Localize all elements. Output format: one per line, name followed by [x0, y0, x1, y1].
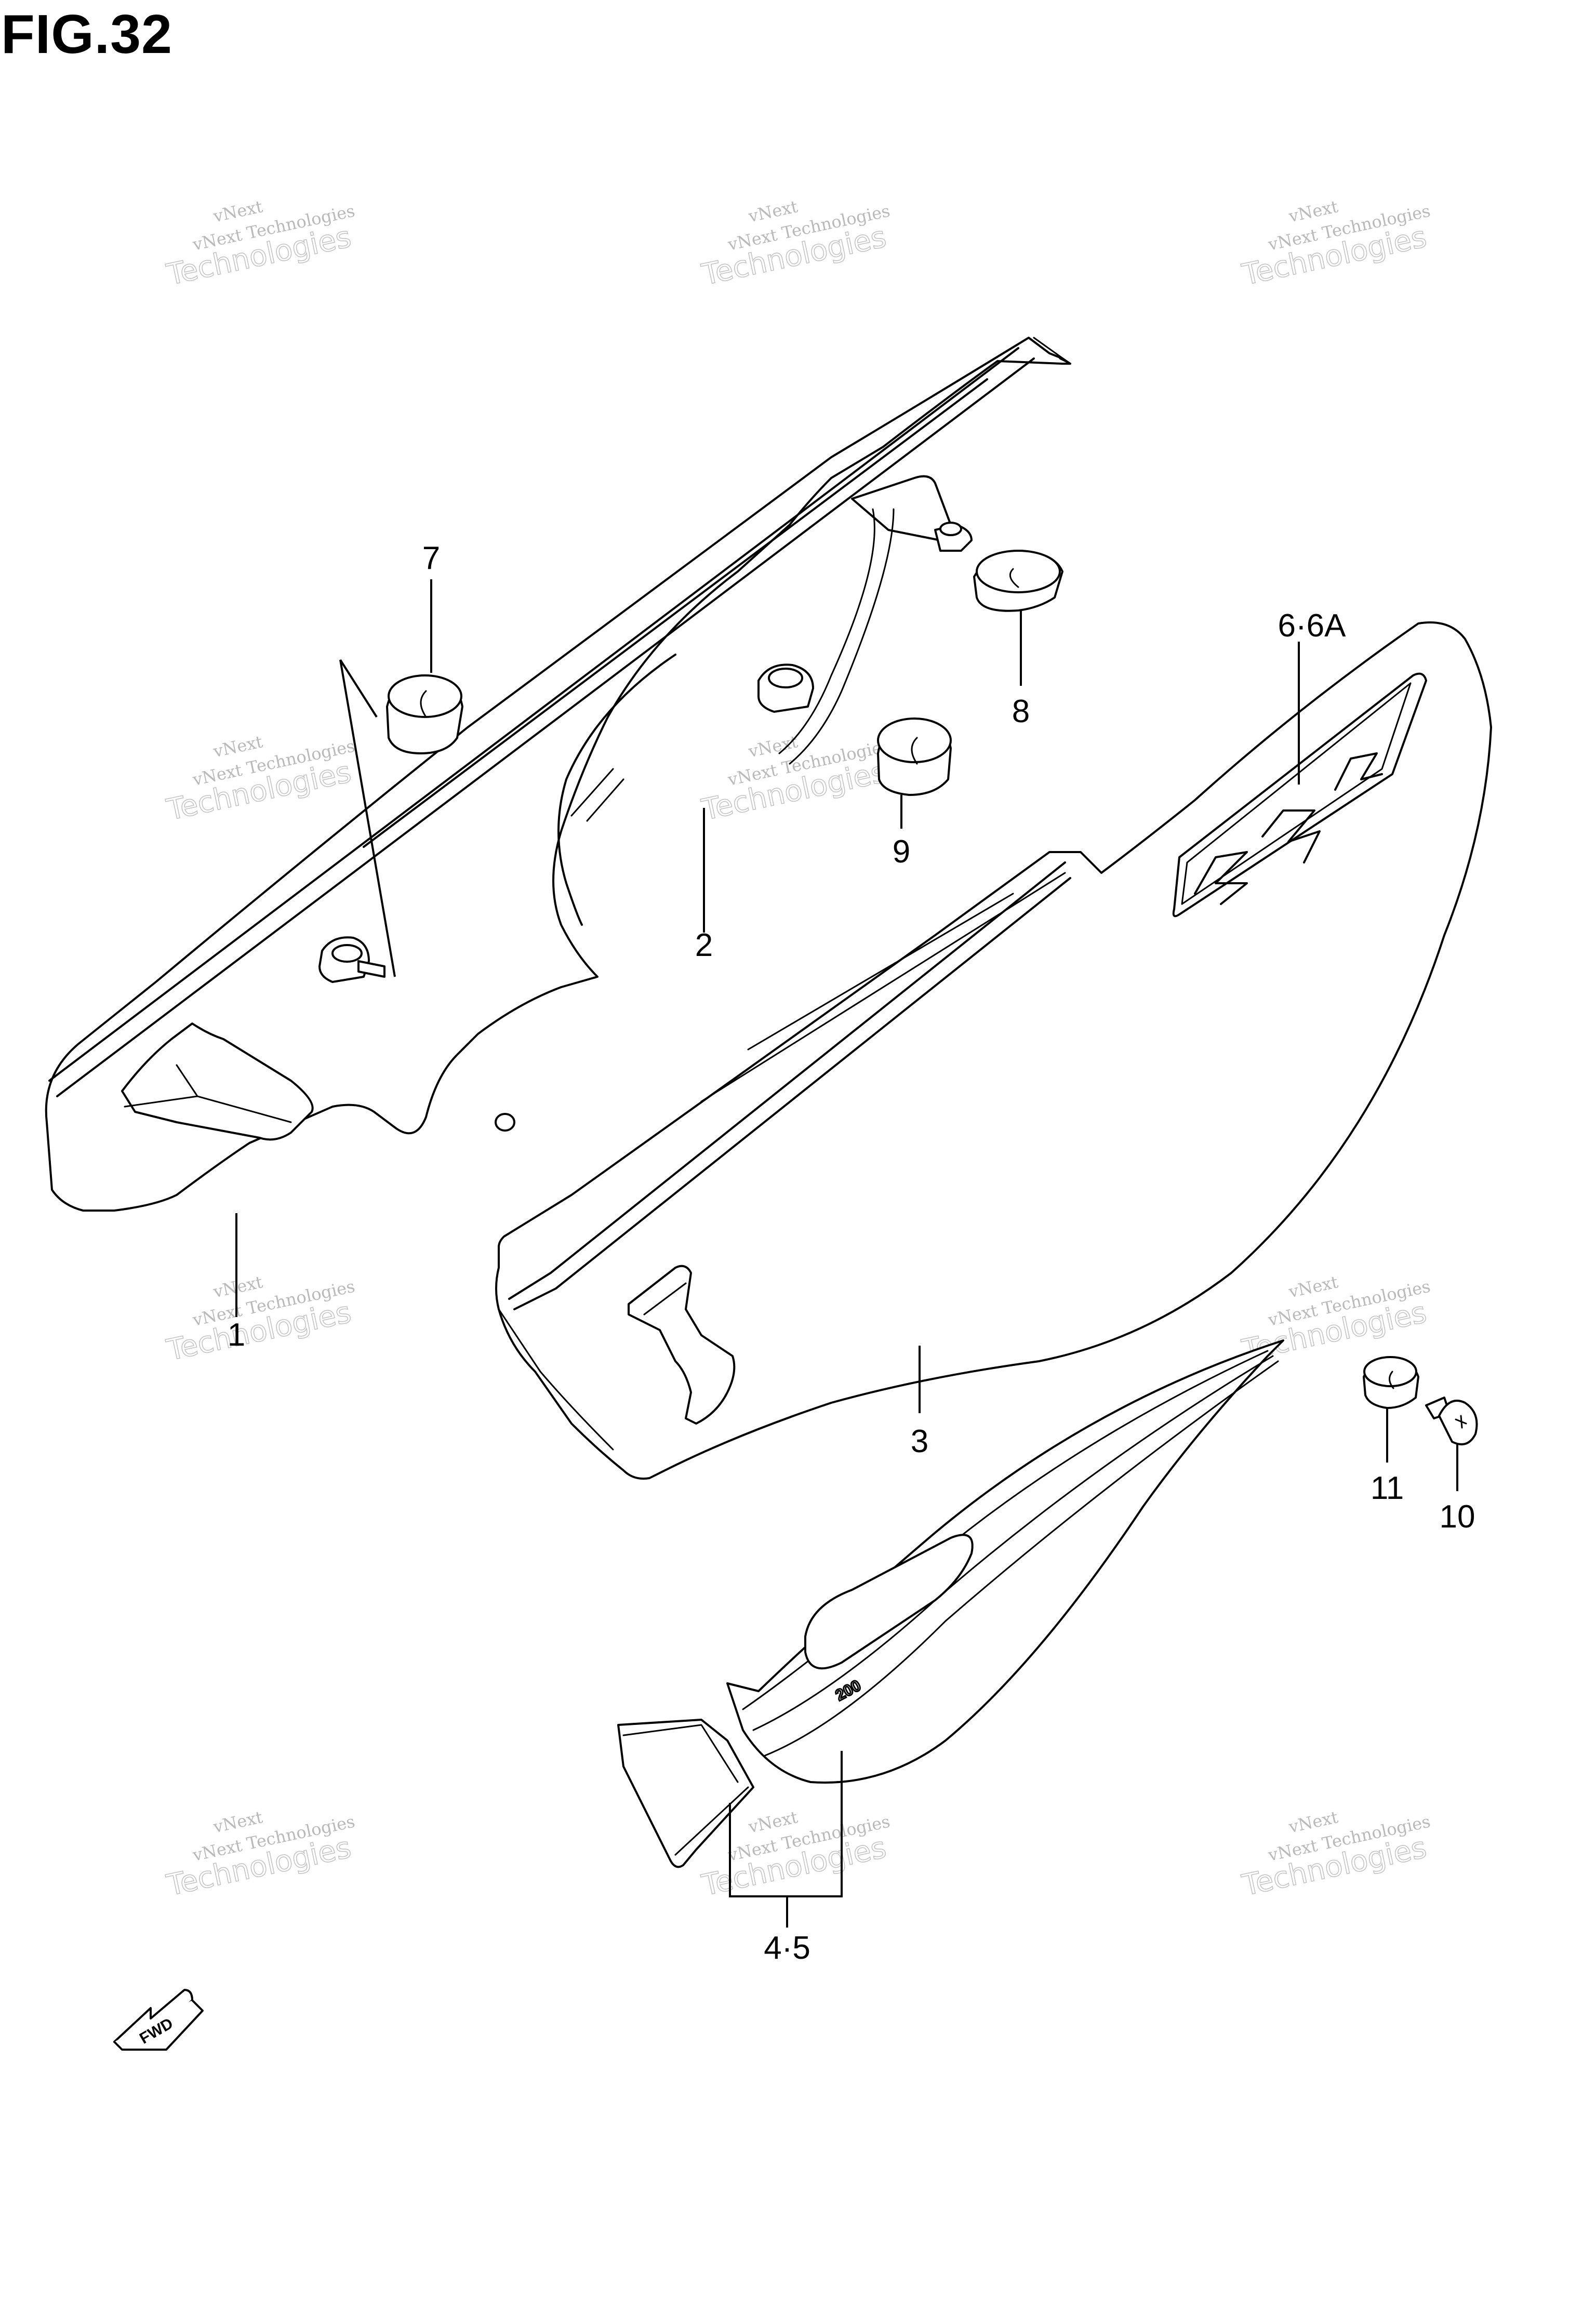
part-side-cover-right: [495, 621, 1492, 1480]
callout-11: 11: [1371, 1470, 1404, 1506]
figure-title: FIG.32: [1, 4, 173, 65]
decal-stripe-200: 200: [617, 1339, 1284, 1868]
grommet-8: [973, 550, 1063, 612]
callout-4-5: 4·5: [764, 1930, 810, 1966]
callout-6-6a: 6·6A: [1278, 608, 1347, 644]
callout-1: 1: [228, 1317, 245, 1353]
callout-3: 3: [911, 1424, 928, 1459]
callout-10: 10: [1440, 1499, 1475, 1535]
callout-2: 2: [695, 927, 713, 963]
callout-labels: 7 2 8 9 6·6A 1 3 11 10 4·5: [228, 540, 1475, 1966]
stud-lower-left: [318, 936, 385, 983]
fwd-direction-marker: FWD: [113, 1989, 204, 2051]
callout-8: 8: [1012, 694, 1030, 729]
part-frame-cover-left: [45, 337, 1071, 1212]
screw-10: [1425, 1397, 1478, 1445]
stud-top: [934, 522, 973, 552]
grommet-9: [877, 717, 952, 796]
leader-lines: [235, 579, 1458, 1928]
grommet-7: [386, 674, 463, 754]
callout-7: 7: [422, 540, 440, 576]
stud-center: [757, 663, 814, 713]
callout-9: 9: [893, 834, 910, 870]
emblem-z-decal: [1172, 672, 1427, 918]
grommet-11: [1363, 1356, 1419, 1409]
